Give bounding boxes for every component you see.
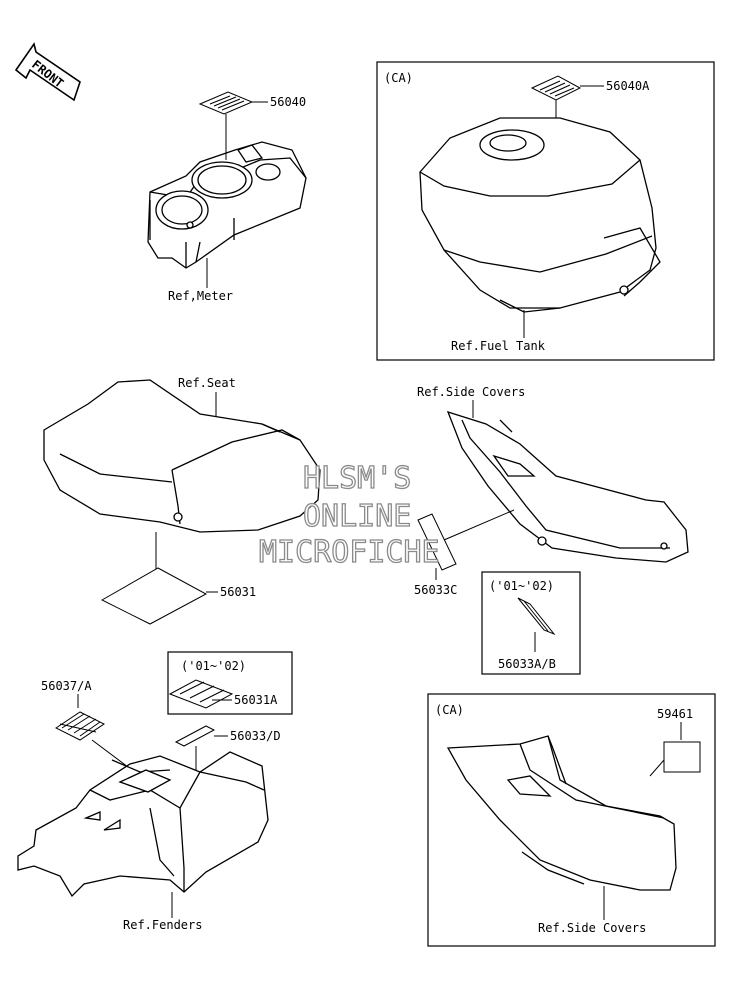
watermark-line-2: ONLINE [303, 499, 411, 534]
ca-fuel-tank-box [376, 61, 715, 361]
part-56033AB-label: 56033A/B [498, 657, 556, 671]
part-56037A-label: 56037/A [41, 679, 92, 693]
part-56040-label: 56040 [270, 95, 306, 109]
watermark-line-3: MICROFICHE [259, 535, 440, 570]
decal-56031A [168, 679, 234, 709]
year-side-label: ('01~'02) [489, 579, 554, 593]
ca-side-covers-label: (CA) [435, 703, 464, 717]
ref-meter-label: Ref,Meter [168, 289, 233, 303]
part-59461-label: 59461 [657, 707, 693, 721]
part-56031A-label: 56031A [234, 693, 278, 707]
fender-part [17, 751, 269, 898]
side-cover-part [446, 410, 689, 563]
watermark: HLSM'S ONLINE MICROFICHE [258, 460, 440, 570]
ca-side-covers-box [427, 693, 716, 947]
part-56040A-label: 56040A [606, 79, 650, 93]
decal-56040A [530, 75, 582, 101]
year-fender-label: ('01~'02) [181, 659, 246, 673]
ref-seat-label: Ref.Seat [178, 376, 236, 390]
ref-side-covers-label-2: Ref.Side Covers [538, 921, 646, 935]
fuel-tank-part [419, 117, 661, 313]
ref-fenders-label: Ref.Fenders [123, 918, 202, 932]
year-box-side [481, 571, 581, 675]
decal-56033C [417, 513, 457, 571]
meter-part [147, 141, 307, 269]
side-cover-ca-part [446, 735, 677, 891]
ref-side-covers-label-1: Ref.Side Covers [417, 385, 525, 399]
ca-fuel-tank-label: (CA) [384, 71, 413, 85]
decal-56033D [174, 725, 216, 747]
decal-56040 [198, 91, 254, 115]
watermark-line-1: HLSM'S [303, 461, 411, 496]
part-56033D-label: 56033/D [230, 729, 281, 743]
ref-fuel-tank-label: Ref.Fuel Tank [451, 339, 546, 353]
part-56031-label: 56031 [220, 585, 256, 599]
year-box-fender [167, 651, 293, 715]
front-arrow-icon: FRONT [14, 42, 81, 102]
part-56033C-label: 56033C [414, 583, 457, 597]
decal-56037A [55, 711, 105, 741]
seat-part [43, 379, 321, 533]
decal-56031 [100, 567, 208, 625]
decal-59461 [663, 741, 701, 773]
decal-56033AB [517, 597, 556, 636]
